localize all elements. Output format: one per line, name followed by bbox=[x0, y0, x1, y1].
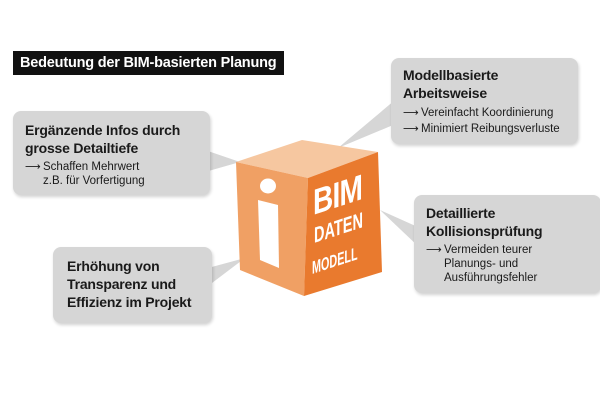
bubble-heading: Detaillierte bbox=[426, 205, 496, 221]
bubble-transparenz-effizienz: Erhöhung von Transparenz und Effizienz i… bbox=[53, 247, 212, 323]
bullet-text: Planungs- und bbox=[444, 258, 519, 270]
info-icon bbox=[258, 178, 279, 268]
cube-top-face bbox=[236, 140, 378, 178]
tail-left-bottom bbox=[208, 258, 245, 286]
arrow-right-icon: ⟶ bbox=[403, 107, 419, 119]
bubble-heading: Arbeitsweise bbox=[403, 85, 487, 101]
bubble-heading: Erhöhung von bbox=[67, 258, 160, 274]
diagram-title: Bedeutung der BIM-basierten Planung bbox=[13, 51, 285, 75]
tail-right bbox=[380, 210, 420, 248]
bubble-modellbasierte-arbeitsweise: Modellbasierte Arbeitsweise ⟶ Vereinfach… bbox=[391, 58, 578, 144]
bullet-text: Ausführungsfehler bbox=[444, 272, 538, 284]
bubble-kollisionspruefung: Detaillierte Kollisionsprüfung ⟶ Vermeid… bbox=[414, 195, 600, 293]
bullet-item: ⟶ Vereinfacht Koordinierung bbox=[403, 106, 568, 120]
bubble-heading: Modellbasierte bbox=[403, 67, 499, 83]
bubble-heading: grosse Detailtiefe bbox=[25, 140, 139, 156]
bullet-text: Minimiert Reibungsverluste bbox=[421, 123, 560, 135]
bullet-text: Vereinfacht Koordinierung bbox=[421, 107, 554, 119]
arrow-right-icon: ⟶ bbox=[426, 244, 442, 256]
bullet-text: z.B. für Vorfertigung bbox=[43, 175, 145, 187]
bullet-item: ⟶ Schaffen Mehrwert z.B. für Vorfertigun… bbox=[25, 160, 200, 188]
bubble-heading: Ergänzende Infos durch bbox=[25, 122, 181, 138]
bullet-item: ⟶ Vermeiden teurer Planungs- und Ausführ… bbox=[426, 243, 591, 285]
bubble-heading: Kollisionsprüfung bbox=[426, 223, 543, 239]
cube-front-face bbox=[304, 152, 382, 296]
bullet-text: Vermeiden teurer bbox=[444, 244, 533, 256]
arrow-right-icon: ⟶ bbox=[403, 123, 419, 135]
bullet-item: ⟶ Minimiert Reibungsverluste bbox=[403, 122, 568, 136]
tail-left-top bbox=[205, 150, 240, 172]
bubble-heading: Effizienz im Projekt bbox=[67, 294, 192, 310]
arrow-right-icon: ⟶ bbox=[25, 161, 41, 173]
bullet-text: Schaffen Mehrwert bbox=[43, 161, 140, 173]
bubble-ergaenzende-infos: Ergänzende Infos durch grosse Detailtief… bbox=[13, 111, 210, 195]
bubble-heading: Transparenz und bbox=[67, 276, 177, 292]
